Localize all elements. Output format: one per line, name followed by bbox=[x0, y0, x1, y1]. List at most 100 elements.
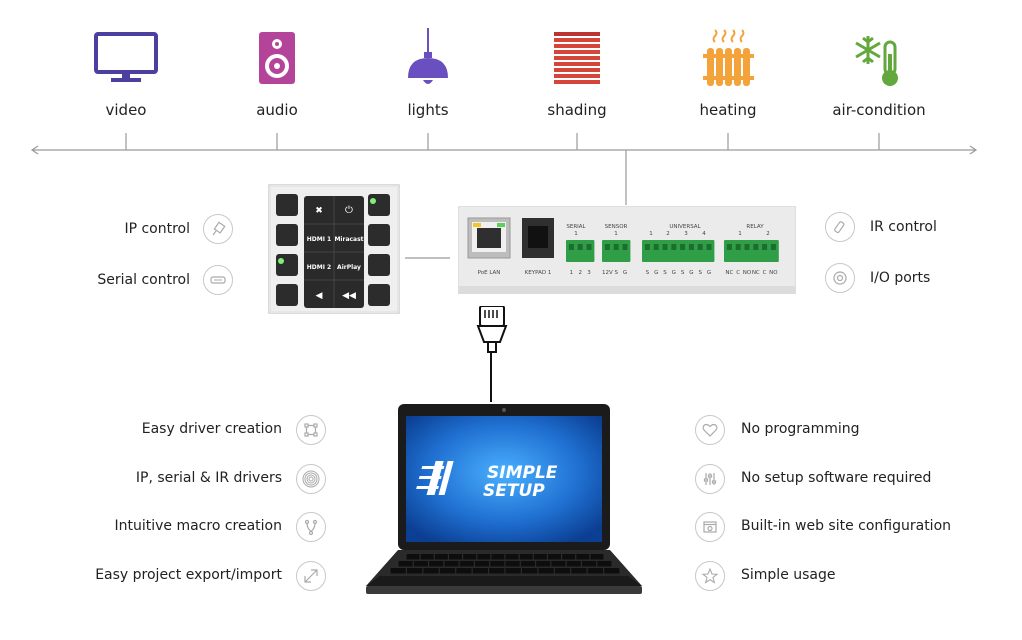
terminal-hole bbox=[613, 244, 619, 250]
sensor-num: 1 bbox=[614, 231, 618, 237]
keyboard-key bbox=[420, 554, 434, 560]
terminal-hole bbox=[577, 244, 583, 250]
ethernet-plug-icon bbox=[203, 214, 233, 244]
terminal-hole bbox=[568, 244, 574, 250]
terminal-blocks bbox=[566, 240, 779, 262]
feature-simple-usage: Simple usage bbox=[741, 567, 836, 583]
terminal-block-sensor_pins bbox=[602, 240, 631, 262]
category-air-condition-label: air-condition bbox=[832, 101, 926, 119]
category-shading-label: shading bbox=[547, 101, 607, 119]
poe-lan-label: PoE LAN bbox=[478, 270, 501, 276]
keyboard-key bbox=[456, 568, 472, 574]
pin-label: G bbox=[689, 270, 693, 276]
keyboard-key bbox=[444, 561, 459, 567]
svg-text:1: 1 bbox=[649, 231, 653, 237]
feature-easy-project-export-import: Easy project export/import bbox=[95, 567, 282, 583]
keyboard-key bbox=[604, 568, 620, 574]
pin-label: NC bbox=[752, 270, 760, 276]
universal-numbers: 1 2 3 4 bbox=[649, 231, 706, 237]
svg-text:1: 1 bbox=[738, 231, 742, 237]
keyboard-key bbox=[551, 561, 566, 567]
terminal-block-universal_pins bbox=[642, 240, 715, 262]
volume-up-icon: ◀◀ bbox=[342, 291, 356, 301]
tv-icon bbox=[91, 28, 161, 88]
pin-label: C bbox=[736, 270, 740, 276]
keyboard-key bbox=[477, 554, 491, 560]
pin-label: S bbox=[681, 270, 685, 276]
keyboard-key bbox=[505, 561, 520, 567]
serial-control-label: Serial control bbox=[97, 272, 190, 288]
keyboard-key bbox=[520, 561, 535, 567]
pin-label: 12V bbox=[602, 270, 613, 276]
pin-label: S bbox=[614, 270, 618, 276]
feature-easy-driver-creation: Easy driver creation bbox=[141, 421, 282, 437]
terminal-hole bbox=[706, 244, 712, 250]
pin-label: S bbox=[646, 270, 650, 276]
pin-label: NO bbox=[769, 270, 778, 276]
feature-ip-serial-ir-drivers: IP, serial & IR drivers bbox=[135, 470, 282, 486]
serial-num: 1 bbox=[574, 231, 578, 237]
signal-rings-icon bbox=[296, 464, 326, 494]
ir-control-label: IR control bbox=[870, 219, 937, 235]
terminal-hole bbox=[604, 244, 610, 250]
relay-header: RELAY bbox=[746, 224, 764, 230]
terminal-hole bbox=[753, 244, 759, 250]
keyboard-key bbox=[475, 561, 490, 567]
speaker-icon bbox=[242, 28, 312, 88]
category-audio-label: audio bbox=[256, 101, 298, 119]
category-lights-label: lights bbox=[407, 101, 449, 119]
terminal-hole bbox=[680, 244, 686, 250]
keyboard-key bbox=[548, 554, 561, 560]
keypad-hdmi1: HDMI 1 bbox=[307, 236, 331, 243]
pin-label: G bbox=[623, 270, 627, 276]
svg-text:2: 2 bbox=[766, 231, 770, 237]
pendant-lamp-icon bbox=[393, 28, 463, 88]
serial-port-icon bbox=[203, 265, 233, 295]
pin-label: 3 bbox=[587, 270, 591, 276]
ethernet-cable-icon bbox=[476, 306, 508, 353]
svg-text:3: 3 bbox=[684, 231, 688, 237]
terminal-hole bbox=[662, 244, 668, 250]
keyboard-key bbox=[390, 568, 406, 574]
bezier-icon bbox=[296, 415, 326, 445]
terminal-block-serial_pins bbox=[566, 240, 595, 262]
keypad-port-label: KEYPAD 1 bbox=[525, 270, 552, 276]
terminal-hole bbox=[744, 244, 750, 250]
feature-intuitive-macro-creation: Intuitive macro creation bbox=[114, 518, 282, 534]
browser-gear-icon bbox=[695, 512, 725, 542]
pin-label: S bbox=[698, 270, 702, 276]
sliders-icon bbox=[695, 464, 725, 494]
keyboard-key bbox=[519, 554, 533, 560]
pin-label: NO bbox=[743, 270, 752, 276]
keypad-miracast: Miracast bbox=[334, 236, 363, 243]
terminal-hole bbox=[653, 244, 659, 250]
keyboard-key bbox=[505, 568, 521, 574]
terminal-hole bbox=[726, 244, 732, 250]
keyboard-key bbox=[522, 568, 538, 574]
keypad-hdmi2: HDMI 2 bbox=[307, 264, 331, 271]
radiator-icon bbox=[693, 28, 763, 88]
din-controller: PoE LAN KEYPAD 1 SERIAL 1 SENSOR 1 UNIVE… bbox=[458, 206, 796, 294]
keyboard-key bbox=[597, 561, 612, 567]
feature-no-setup-software: No setup software required bbox=[741, 470, 932, 486]
keyboard-key bbox=[571, 568, 587, 574]
keypad-left-buttons bbox=[276, 194, 298, 306]
terminal-hole bbox=[622, 244, 628, 250]
keyboard-key bbox=[398, 561, 413, 567]
pin-label: G bbox=[707, 270, 711, 276]
keyboard-key bbox=[449, 554, 462, 560]
keyboard-key bbox=[429, 561, 444, 567]
pin-label: S bbox=[663, 270, 667, 276]
keyboard-key bbox=[434, 554, 448, 560]
pin-label: C bbox=[763, 270, 767, 276]
terminal-hole bbox=[735, 244, 741, 250]
keyboard-key bbox=[439, 568, 456, 574]
keyboard-key bbox=[582, 561, 597, 567]
laptop: SIMPLE SETUP bbox=[366, 404, 642, 594]
pin-label: 2 bbox=[578, 270, 582, 276]
keyboard-key bbox=[472, 568, 488, 574]
star-icon bbox=[695, 561, 725, 591]
pin-label: NC bbox=[725, 270, 733, 276]
sensor-header: SENSOR bbox=[605, 224, 628, 230]
